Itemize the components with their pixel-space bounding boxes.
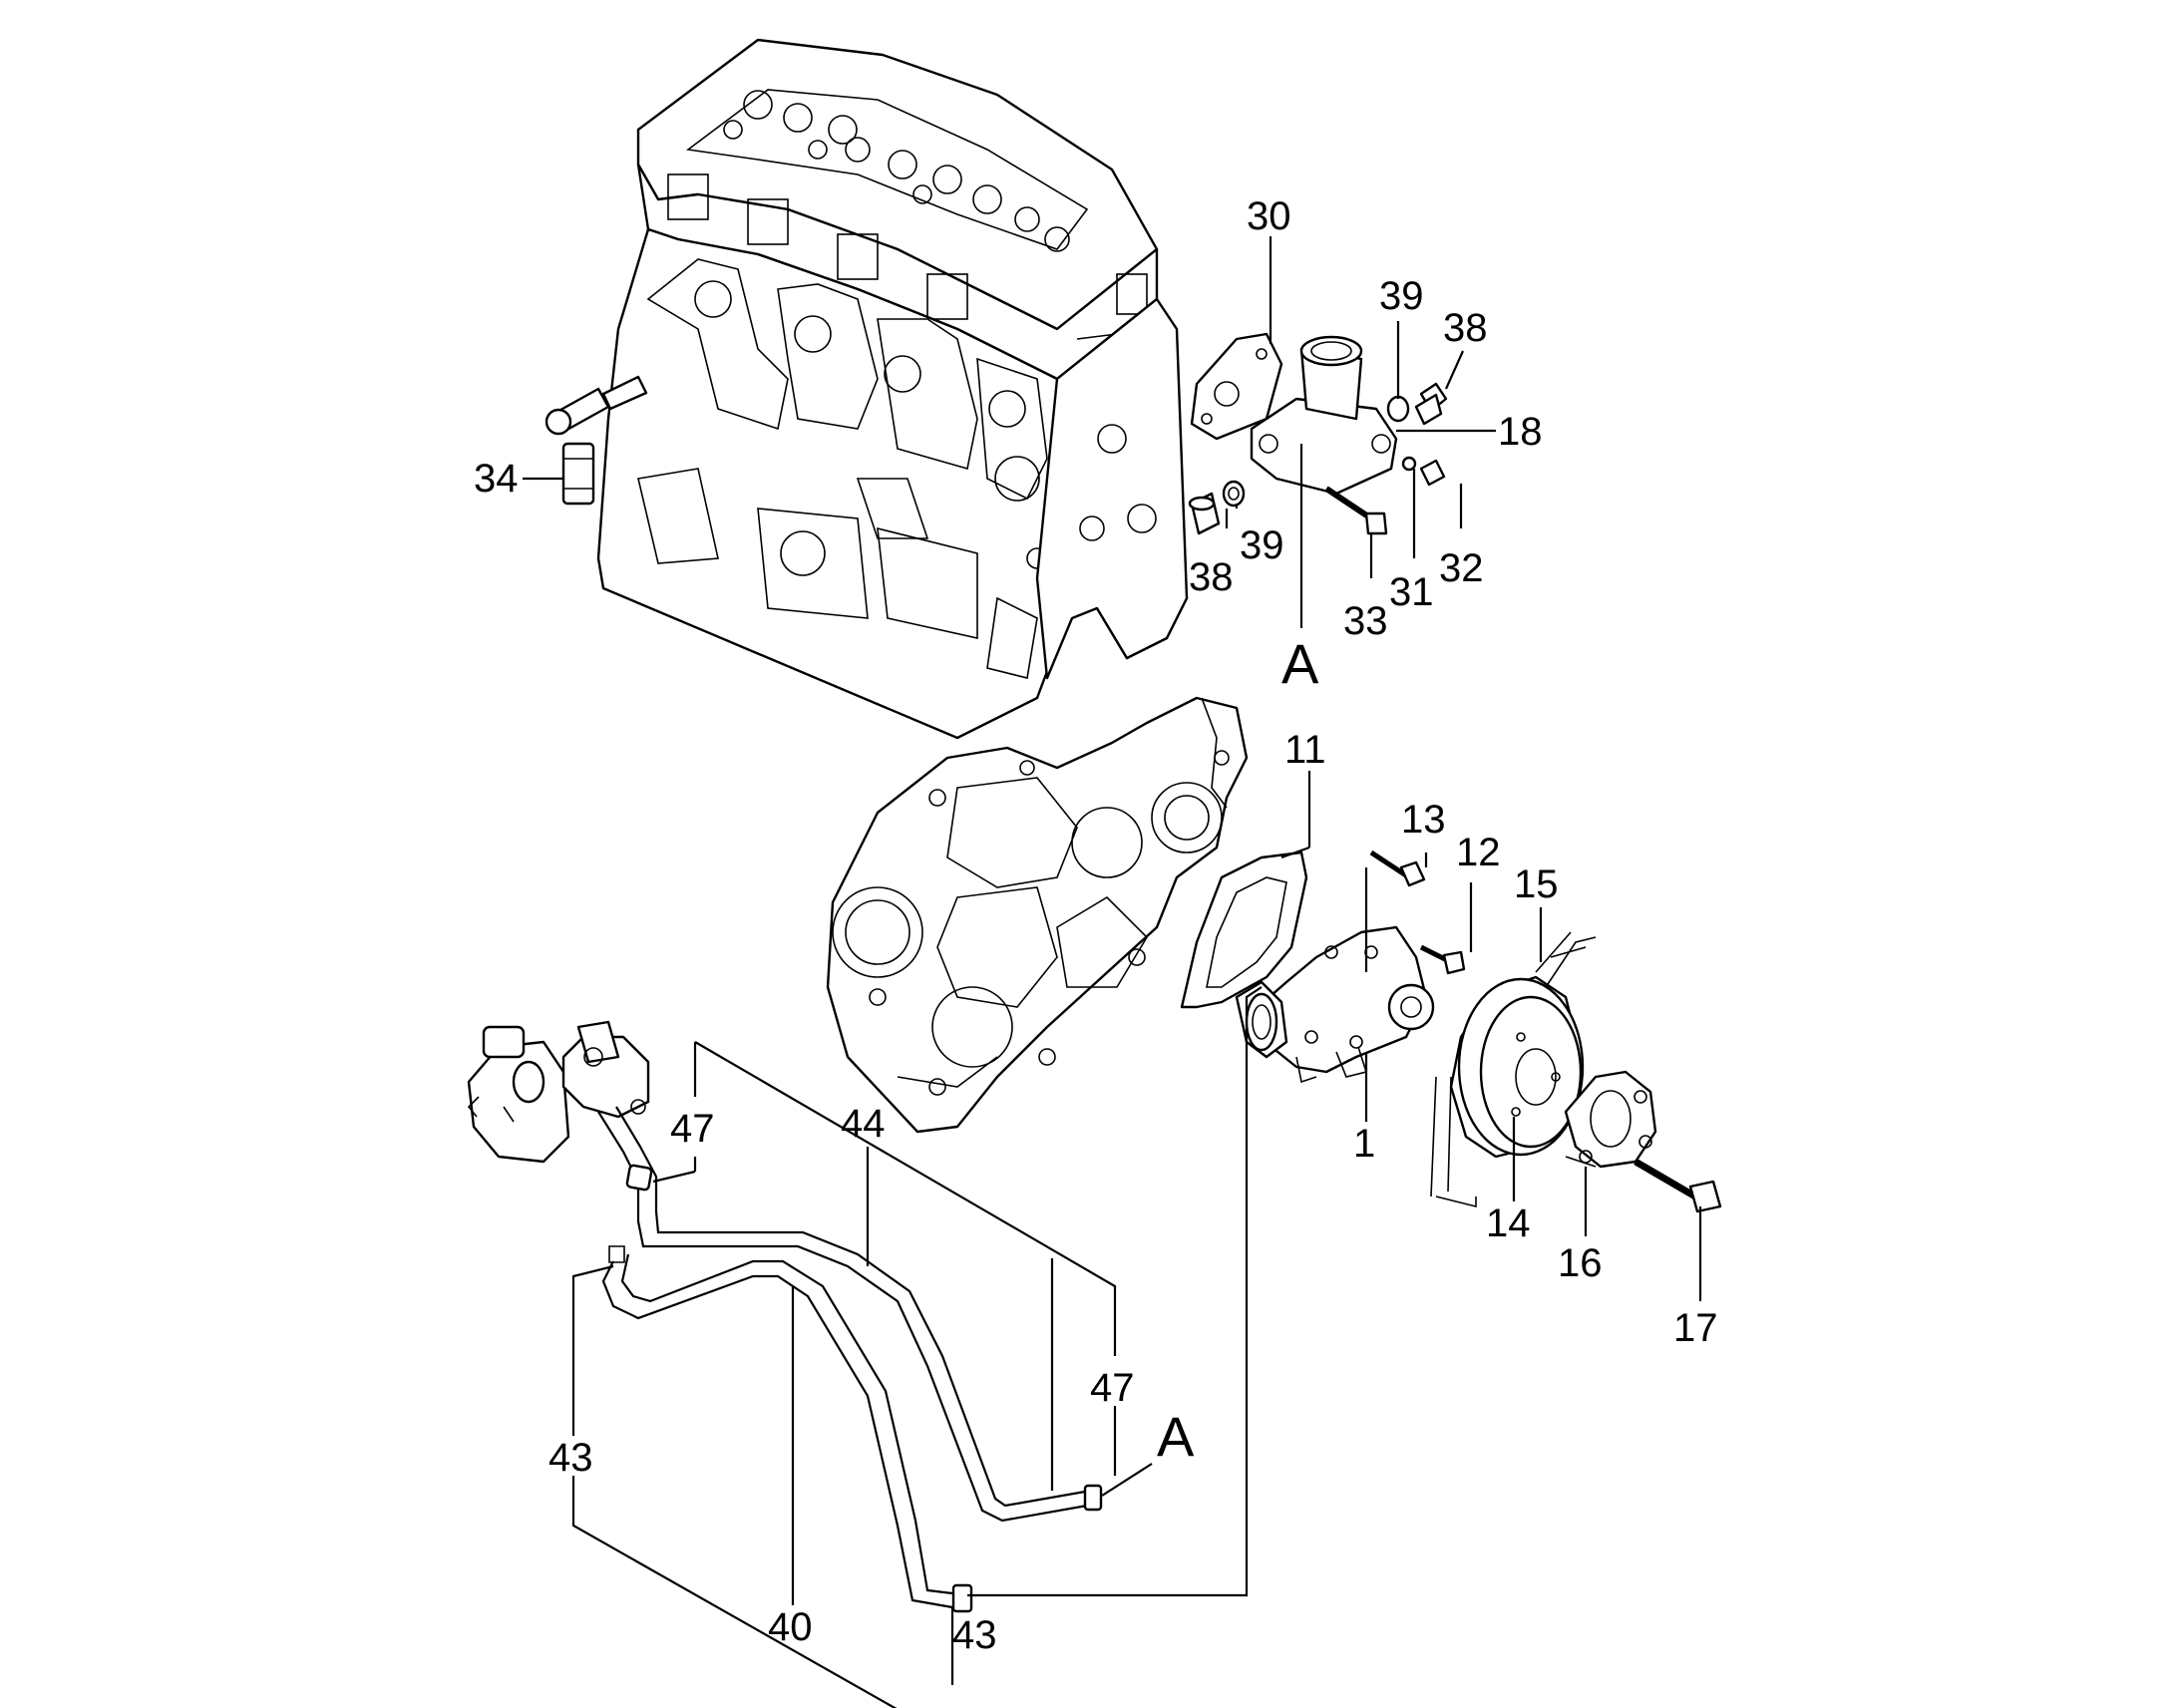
timing-cover	[826, 696, 1249, 1134]
callout-43-left: 43	[548, 1436, 593, 1480]
callout-38-lower: 38	[1189, 555, 1234, 599]
callout-39-lower: 39	[1240, 523, 1284, 567]
callout-17: 17	[1673, 1306, 1718, 1350]
callout-44: 44	[841, 1102, 886, 1146]
callout-13: 13	[1401, 798, 1446, 842]
callout-30: 30	[1247, 194, 1291, 238]
fan-bolt-17	[1634, 1158, 1722, 1213]
hose-clamp-47	[1083, 1484, 1103, 1512]
callout-15: 15	[1514, 862, 1559, 906]
engine-block	[596, 38, 1189, 740]
pulley-14	[1430, 946, 1597, 1208]
callout-39-upper: 39	[1379, 274, 1424, 318]
callout-38-upper: 38	[1443, 306, 1488, 350]
callout-47-upper: 47	[670, 1107, 715, 1151]
callout-11: 11	[1284, 728, 1326, 772]
gasket-11	[1180, 851, 1308, 1009]
reference-a-bottom: A	[1157, 1405, 1195, 1468]
leader-lines	[523, 236, 1702, 1708]
water-pump-1	[1235, 850, 1466, 1084]
callout-18: 18	[1498, 410, 1543, 454]
fan-belt-15	[1535, 931, 1597, 988]
callout-33: 33	[1343, 599, 1388, 643]
heater-valve	[467, 1020, 650, 1164]
callout-14: 14	[1486, 1201, 1531, 1245]
hose-40	[601, 1245, 973, 1613]
callout-31: 31	[1389, 570, 1434, 614]
callout-16: 16	[1558, 1241, 1603, 1285]
callout-labels: 30 39 38 18 34 39 38 33 31 32 A 11 13 12…	[474, 194, 1718, 1657]
callout-34: 34	[474, 457, 519, 501]
callout-32: 32	[1439, 546, 1484, 590]
hose-44	[597, 1106, 1088, 1523]
callout-12: 12	[1456, 831, 1501, 874]
fan-hub-16	[1564, 1070, 1657, 1169]
callout-1: 1	[1353, 1122, 1375, 1166]
callout-40: 40	[768, 1605, 813, 1649]
callout-47-lower: 47	[1090, 1366, 1135, 1410]
thermostat-housing-18	[1188, 332, 1448, 535]
reference-a-top: A	[1281, 632, 1319, 695]
callout-43-bottom: 43	[952, 1613, 997, 1657]
sensor-34	[545, 375, 648, 506]
